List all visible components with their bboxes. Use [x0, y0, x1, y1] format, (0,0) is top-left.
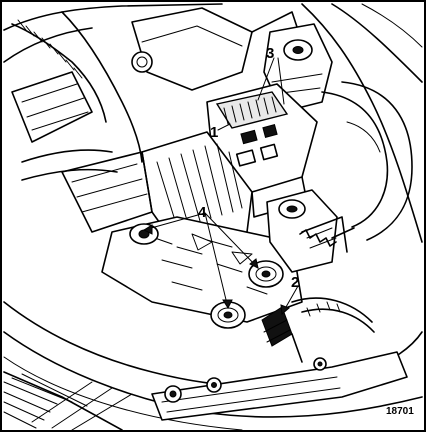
left-harness [11, 11, 143, 181]
callout-4: 4 [198, 204, 207, 221]
callout-2: 2 [291, 274, 299, 291]
arrowhead-bolt-2 [222, 299, 233, 310]
callout-1: 1 [210, 124, 218, 141]
callout-3: 3 [266, 45, 274, 62]
coolant-hose [321, 81, 413, 241]
fuse-relay-box [206, 83, 318, 218]
figure-number: 18701 [386, 406, 414, 417]
front-crossmember [151, 351, 408, 421]
arrowhead-connector [280, 304, 290, 315]
torque-rod-spring [299, 227, 355, 247]
right-engine-mount [266, 189, 348, 273]
air-filter-housing [131, 7, 303, 91]
radiator-grille [3, 371, 133, 430]
arrowhead-bolt-3 [249, 258, 259, 269]
electrical-connector [261, 306, 303, 363]
right-lower-harness [291, 297, 375, 333]
leader-lines [142, 57, 299, 315]
arrowhead-bolt-1 [142, 224, 153, 235]
